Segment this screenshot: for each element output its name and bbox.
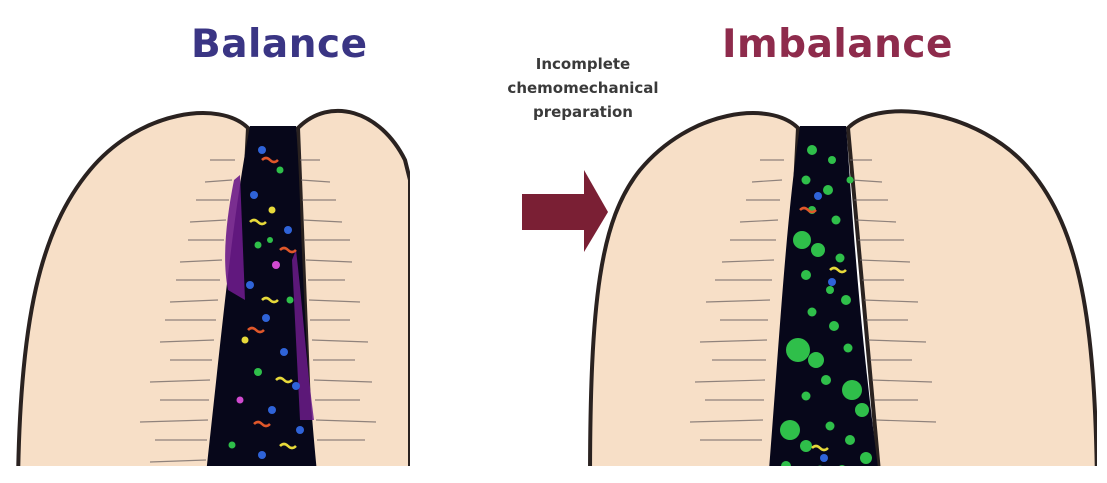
transition-caption: Incomplete chemomechanical preparation (478, 52, 688, 124)
transition-arrow (522, 170, 608, 252)
imbalance-title: Imbalance (722, 22, 953, 67)
caption-line-3: preparation (478, 100, 688, 124)
caption-line-1: Incomplete (478, 52, 688, 76)
tooth-right-dentin-right (848, 111, 1097, 483)
caption-line-2: chemomechanical (478, 76, 688, 100)
balance-title: Balance (191, 22, 368, 67)
tooth-right-dentin-left (590, 113, 798, 483)
tooth-right (590, 111, 1097, 483)
bottom-margin (0, 466, 1107, 483)
tooth-left-dentin-right (298, 111, 410, 483)
tooth-left (18, 111, 410, 483)
